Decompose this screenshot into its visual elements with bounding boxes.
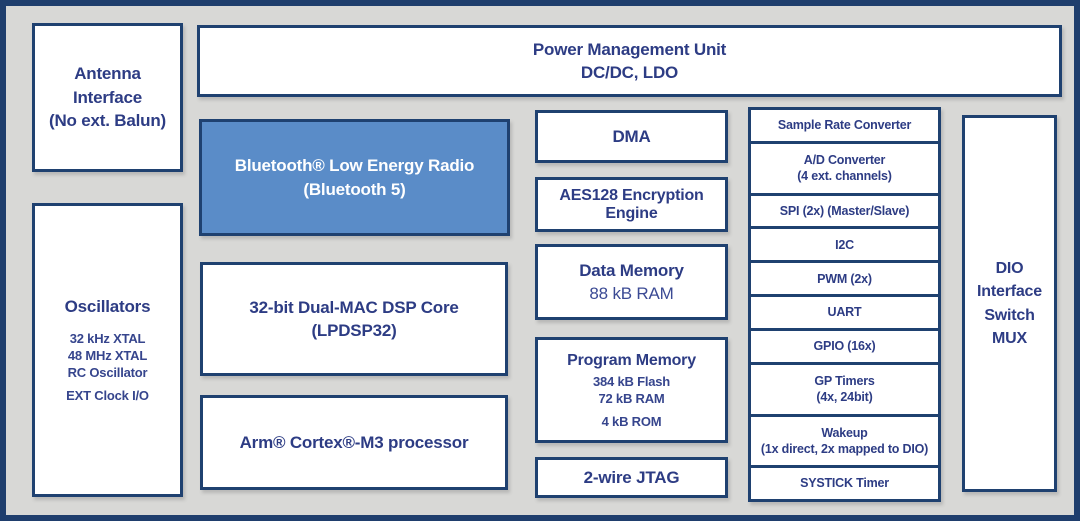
pmu-line: DC/DC, LDO (580, 63, 679, 82)
block-aes128-encryption-engine: AES128 Encryption Engine (535, 177, 728, 232)
peripheral-row-gpio: GPIO (16x) (751, 331, 938, 365)
oscillators-title: Oscillators (64, 297, 151, 317)
data-memory-title: Data Memory (579, 260, 684, 280)
ble-line: Bluetooth® Low Energy Radio (234, 156, 475, 176)
peripheral-row-uart: UART (751, 297, 938, 332)
peripheral-row-pwm: PWM (2x) (751, 263, 938, 298)
oscillator-item: EXT Clock I/O (66, 388, 149, 404)
aes-line: Engine (605, 204, 658, 222)
oscillator-item: 48 MHz XTAL (67, 348, 148, 364)
peripheral-label: Sample Rate Converter (777, 118, 912, 133)
program-memory-title: Program Memory (567, 351, 696, 369)
block-data-memory: Data Memory 88 kB RAM (535, 244, 728, 320)
dio-line: Switch (984, 306, 1035, 324)
jtag-label: 2-wire JTAG (583, 467, 680, 487)
block-bluetooth-low-energy-radio: Bluetooth® Low Energy Radio (Bluetooth 5… (199, 119, 510, 236)
peripheral-row-systick-timer: SYSTICK Timer (751, 468, 938, 499)
pmu-line: Power Management Unit (532, 39, 727, 59)
oscillator-item: RC Oscillator (67, 365, 148, 381)
antenna-line: Interface (72, 87, 143, 107)
aes-line: AES128 Encryption (559, 186, 704, 204)
ble-line: (Bluetooth 5) (303, 179, 406, 199)
peripheral-label: (4x, 24bit) (816, 390, 873, 405)
peripheral-label: SYSTICK Timer (800, 476, 889, 491)
oscillator-item: 32 kHz XTAL (69, 330, 146, 346)
peripheral-label: (4 ext. channels) (797, 169, 892, 184)
block-dma: DMA (535, 110, 728, 163)
program-memory-item: 72 kB RAM (598, 390, 665, 406)
peripheral-row-i2c: I2C (751, 229, 938, 264)
peripheral-label: I2C (835, 237, 854, 252)
peripheral-label: A/D Converter (803, 152, 886, 167)
program-memory-item: 384 kB Flash (592, 373, 671, 389)
block-antenna-interface: Antenna Interface (No ext. Balun) (32, 23, 183, 172)
block-dio-interface-switch-mux: DIO Interface Switch MUX (962, 115, 1057, 492)
dio-line: Interface (977, 283, 1042, 301)
peripheral-label: (1x direct, 2x mapped to DIO) (760, 441, 929, 456)
dsp-line: (LPDSP32) (311, 321, 397, 340)
data-memory-size: 88 kB RAM (589, 284, 674, 303)
peripheral-label: PWM (2x) (817, 271, 872, 286)
arm-label: Arm® Cortex®-M3 processor (239, 432, 469, 452)
peripheral-row-ad-converter: A/D Converter (4 ext. channels) (751, 144, 938, 196)
block-oscillators: Oscillators 32 kHz XTAL 48 MHz XTAL RC O… (32, 203, 183, 497)
antenna-line: (No ext. Balun) (49, 111, 166, 131)
peripheral-row-gp-timers: GP Timers (4x, 24bit) (751, 365, 938, 417)
dma-label: DMA (612, 126, 651, 146)
peripheral-row-sample-rate-converter: Sample Rate Converter (751, 110, 938, 144)
block-dsp-core: 32-bit Dual-MAC DSP Core (LPDSP32) (200, 262, 508, 376)
dio-line: DIO (995, 260, 1024, 278)
block-2-wire-jtag: 2-wire JTAG (535, 457, 728, 498)
peripheral-label: GP Timers (814, 373, 875, 388)
program-memory-item: 4 kB ROM (601, 413, 662, 429)
antenna-line: Antenna (74, 64, 141, 84)
peripheral-label: UART (827, 305, 862, 320)
peripheral-stack: Sample Rate Converter A/D Converter (4 e… (748, 107, 941, 502)
dio-line: MUX (992, 329, 1027, 347)
peripheral-label: Wakeup (821, 425, 868, 440)
peripheral-label: SPI (2x) (Master/Slave) (779, 203, 910, 218)
peripheral-row-spi: SPI (2x) (Master/Slave) (751, 196, 938, 230)
peripheral-row-wakeup: Wakeup (1x direct, 2x mapped to DIO) (751, 417, 938, 469)
block-power-management-unit: Power Management Unit DC/DC, LDO (197, 25, 1062, 97)
block-arm-cortex-m3: Arm® Cortex®-M3 processor (200, 395, 508, 490)
peripheral-label: GPIO (16x) (813, 339, 876, 354)
block-program-memory: Program Memory 384 kB Flash 72 kB RAM 4 … (535, 337, 728, 443)
dsp-line: 32-bit Dual-MAC DSP Core (249, 297, 459, 317)
